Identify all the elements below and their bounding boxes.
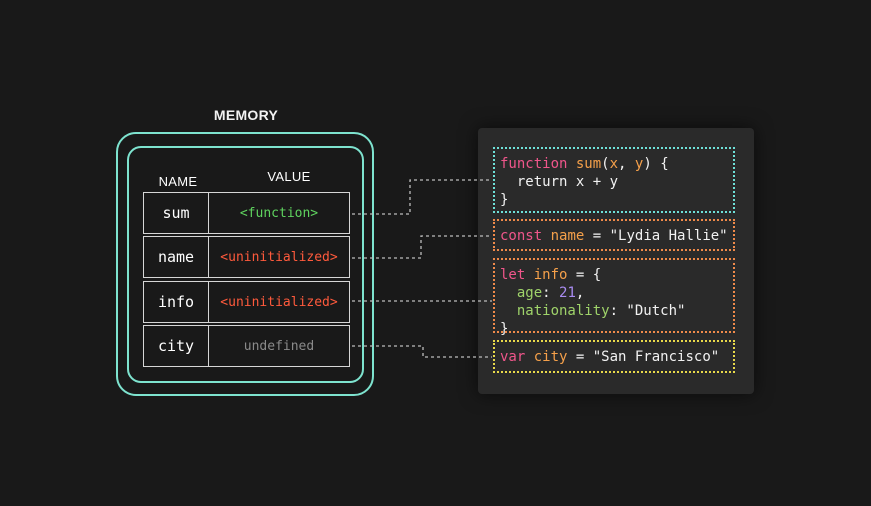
code-block-city: var city = "San Francisco" xyxy=(493,340,735,373)
function-name: sum xyxy=(575,156,602,172)
code-rest: : "Dutch" xyxy=(609,303,686,319)
connector-name xyxy=(352,235,492,259)
property-key: age xyxy=(516,285,543,301)
code-block-sum: function sum(x, y) { return x + y } xyxy=(493,147,735,213)
code-line: } xyxy=(500,321,509,337)
memory-name-cell: info xyxy=(144,282,209,322)
punct: , xyxy=(575,285,585,301)
memory-name-cell: sum xyxy=(144,193,209,233)
param: x xyxy=(609,156,619,172)
connector-city xyxy=(352,345,492,358)
punct: , xyxy=(618,156,635,172)
number: 21 xyxy=(559,285,576,301)
memory-row-sum: sum <function> xyxy=(143,192,350,234)
punct: ( xyxy=(601,156,610,172)
code-rest: = "Lydia Hallie" xyxy=(584,228,728,244)
memory-inner-frame xyxy=(127,146,364,383)
identifier: city xyxy=(533,349,568,365)
memory-value-cell: <uninitialized> xyxy=(220,294,338,310)
memory-name-cell: city xyxy=(144,326,209,366)
identifier: name xyxy=(550,228,585,244)
punct: ) { xyxy=(643,156,669,172)
memory-name-cell: name xyxy=(144,237,209,277)
keyword: var xyxy=(500,349,526,365)
memory-title: MEMORY xyxy=(213,107,279,123)
punct: : xyxy=(542,285,560,301)
property-key: nationality xyxy=(516,303,610,319)
memory-value-cell: <uninitialized> xyxy=(220,249,338,265)
value-column-header: VALUE xyxy=(267,169,311,184)
memory-value-cell: undefined xyxy=(243,338,315,354)
memory-outer-frame xyxy=(116,132,374,396)
code-panel: function sum(x, y) { return x + y } cons… xyxy=(478,128,754,394)
keyword: function xyxy=(500,156,568,172)
param: y xyxy=(634,156,644,172)
keyword: let xyxy=(500,267,526,283)
memory-row-info: info <uninitialized> xyxy=(143,281,350,323)
memory-value-cell: <function> xyxy=(239,205,319,221)
connector-sum xyxy=(352,179,492,215)
code-line: } xyxy=(500,192,509,208)
code-block-name: const name = "Lydia Hallie" xyxy=(493,219,735,251)
code-block-info: let info = { age: 21, nationality: "Dutc… xyxy=(493,258,735,337)
code-rest: = { xyxy=(567,267,602,283)
code-rest: = "San Francisco" xyxy=(567,349,720,365)
keyword: const xyxy=(500,228,543,244)
memory-row-city: city undefined xyxy=(143,325,350,367)
identifier: info xyxy=(533,267,568,283)
name-column-header: NAME xyxy=(158,174,198,189)
memory-row-name: name <uninitialized> xyxy=(143,236,350,278)
code-line: return x + y xyxy=(500,174,619,190)
